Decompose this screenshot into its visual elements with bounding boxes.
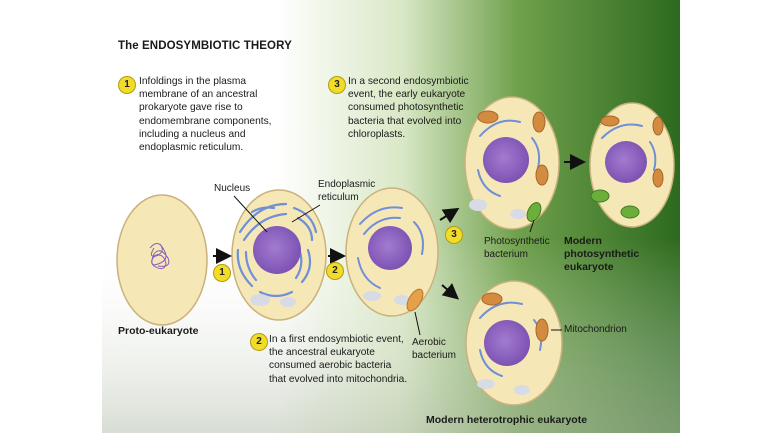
step-2-text: In a first endosymbiotic event,the ances… [269,334,408,385]
figure-title: The ENDOSYMBIOTIC THEORY [118,40,292,52]
cell-early-eukaryote [345,187,439,317]
step-1-badge: 1 [118,76,136,94]
arrow-to-heterotroph [441,283,460,300]
cell-modern-photosynthetic [589,102,675,228]
cell-eukaryote-with-mitochondria [464,96,560,230]
photosynthetic-bacterium [526,202,542,222]
process-arrows [213,154,586,300]
label-modern-heterotrophic: Modern heterotrophic eukaryote [426,414,588,426]
pointer-lines [233,195,562,336]
endosymbiotic-figure: The ENDOSYMBIOTIC THEORY 1 Infoldings in… [102,0,680,433]
step-3-badge: 3 [328,76,346,94]
aerobic-bacterium [406,288,424,312]
chloroplast [620,205,640,219]
arrow-3-badge: 3 [445,226,463,244]
proto-dna-tangle [149,243,170,270]
label-mitochondrion: Mitochondrion [564,324,627,335]
arrow-2-badge: 2 [326,262,344,280]
cell-ancestral-eukaryote [231,189,327,321]
figure-artwork [102,0,680,433]
cell-modern-heterotrophic [465,280,563,406]
nucleus [253,226,301,274]
cell-proto-eukaryote [116,194,208,326]
chloroplast [590,189,610,203]
label-proto-eukaryote: Proto-eukaryote [118,325,199,337]
mitochondrion [481,292,503,306]
step-2-badge: 2 [250,333,268,351]
mitochondrion [535,318,549,342]
arrow-step-3 [439,207,460,224]
label-nucleus: Nucleus [214,183,251,194]
er-membranes [236,202,318,298]
arrow-1-badge: 1 [213,264,231,282]
